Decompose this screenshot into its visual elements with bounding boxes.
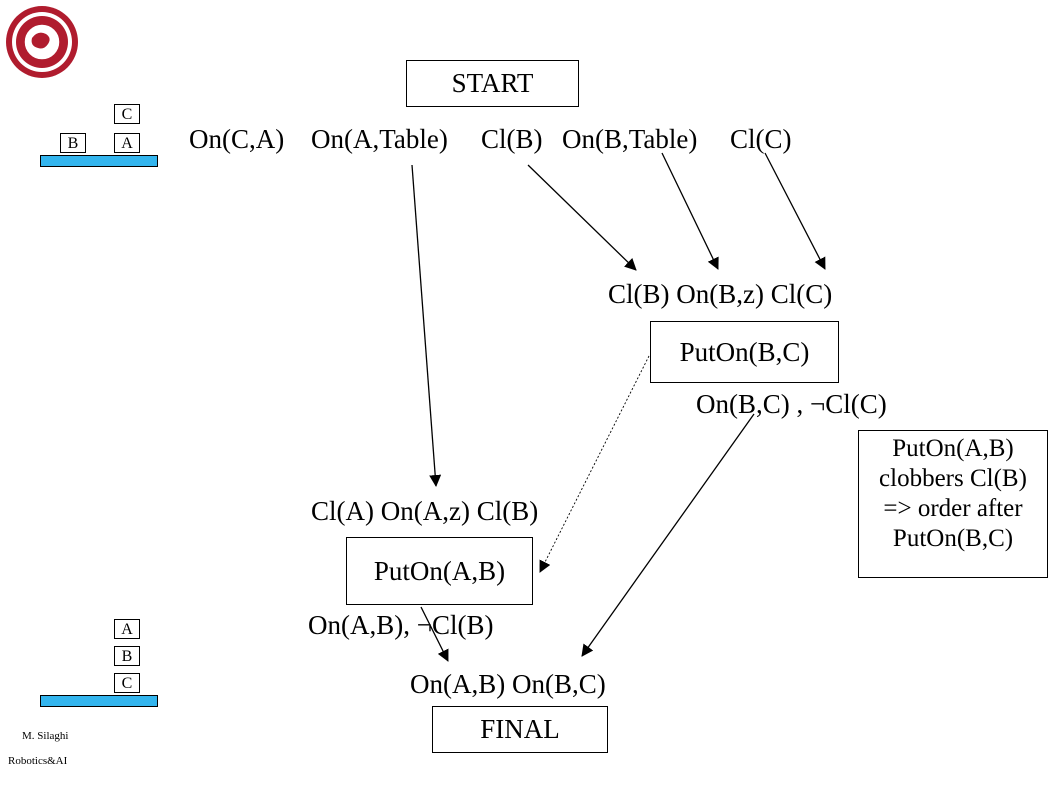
arrow-on-b-table-to-puton-b-c [661,152,719,270]
block-b-initial: B [60,133,86,153]
arrow-cl-b-to-puton-b-c [527,164,637,271]
initial-condition-on-b-table: On(B,Table) [562,124,698,154]
block-c-initial: C [114,104,140,124]
note-line-2: clobbers Cl(B) [879,465,1027,492]
note-line-4: PutOn(B,C) [892,525,1014,552]
initial-condition-cl-b: Cl(B) [481,124,543,154]
university-seal-logo [6,6,78,78]
footer-course: Robotics&AI [8,755,68,767]
effects-puton-a-b: On(A,B), ¬Cl(B) [308,610,494,640]
footer-author: M. Silaghi [22,730,69,742]
goal-conditions: On(A,B) On(B,C) [410,669,606,699]
arrow-on-a-table-to-puton-a-b [411,164,442,487]
initial-condition-on-c-a: On(C,A) [189,124,285,154]
initial-condition-cl-c: Cl(C) [730,124,792,154]
start-step-box: START [406,60,579,107]
effects-puton-b-c: On(B,C) , ¬Cl(C) [696,389,887,419]
note-line-3: => order after [883,495,1023,522]
preconditions-puton-b-c: Cl(B) On(B,z) Cl(C) [608,279,833,309]
note-line-1: PutOn(A,B) [892,435,1014,462]
preconditions-puton-a-b: Cl(A) On(A,z) Cl(B) [311,496,539,526]
arrow-on-b-c-to-final [581,413,755,657]
table-initial [40,155,158,167]
block-a-final: A [114,619,140,639]
arrow-on-a-b-to-final [420,606,449,662]
dotted-ordering-link [539,355,650,573]
arrow-cl-c-to-puton-b-c [764,152,826,270]
final-step-box: FINAL [432,706,608,753]
puton-b-c-step-box: PutOn(B,C) [650,321,839,383]
puton-a-b-step-box: PutOn(A,B) [346,537,533,605]
block-b-final: B [114,646,140,666]
table-final [40,695,158,707]
block-a-initial: A [114,133,140,153]
ordering-note: PutOn(A,B) clobbers Cl(B) => order after… [858,430,1048,578]
initial-condition-on-a-table: On(A,Table) [311,124,448,154]
block-c-final: C [114,673,140,693]
